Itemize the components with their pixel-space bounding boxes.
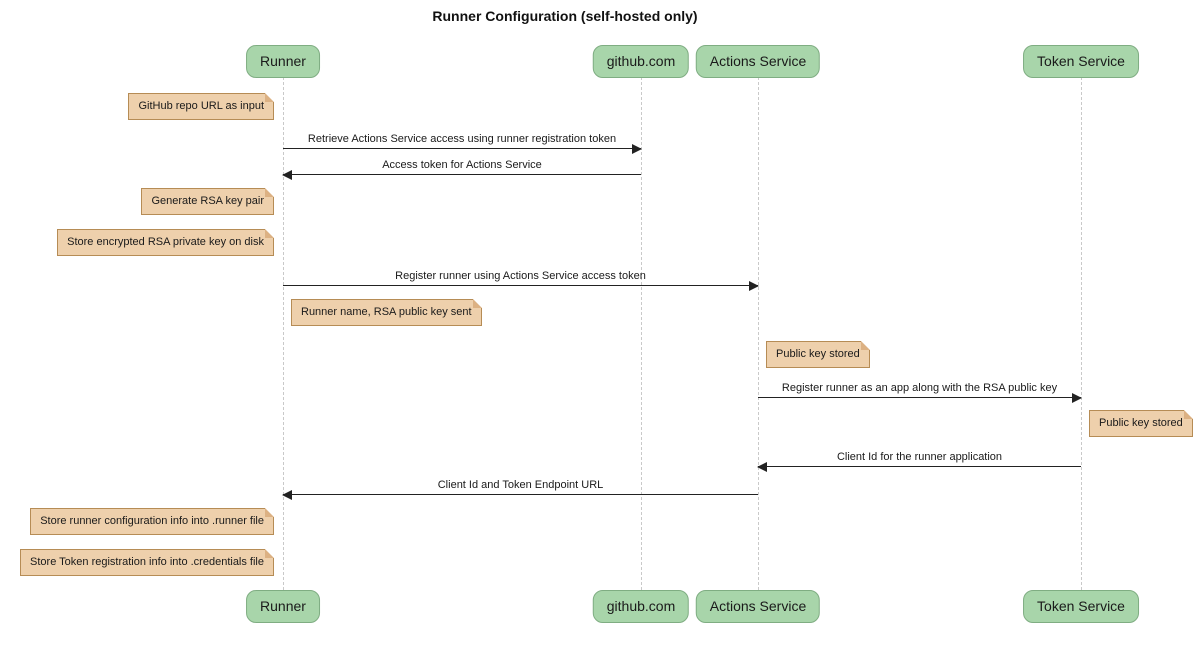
message-label: Retrieve Actions Service access using ru… — [307, 133, 617, 145]
arrowhead-right-icon — [1072, 392, 1082, 403]
message-label: Access token for Actions Service — [382, 159, 542, 171]
note-fold-corner — [265, 93, 274, 102]
participant-token-service-top: Token Service — [1023, 45, 1139, 78]
note-store-private-key: Store encrypted RSA private key on disk — [57, 229, 274, 256]
participant-runner-bottom: Runner — [246, 590, 320, 623]
note-label: Store encrypted RSA private key on disk — [67, 236, 264, 248]
message-line — [282, 169, 641, 180]
note-fold-corner — [265, 549, 274, 558]
note-fold-corner — [472, 299, 482, 308]
note-label: GitHub repo URL as input — [138, 100, 264, 112]
message-line — [757, 461, 1081, 472]
note-store-credentials-file: Store Token registration info into .cred… — [20, 549, 274, 576]
message-line — [282, 489, 758, 500]
participant-runner-top: Runner — [246, 45, 320, 78]
note-label: Public key stored — [776, 348, 860, 360]
arrowhead-right-icon — [632, 143, 642, 154]
participant-token-service-bottom: Token Service — [1023, 590, 1139, 623]
note-repo-url: GitHub repo URL as input — [128, 93, 274, 120]
note-generate-rsa: Generate RSA key pair — [141, 188, 274, 215]
arrowhead-left-icon — [757, 461, 767, 472]
diagram-title: Runner Configuration (self-hosted only) — [432, 8, 698, 24]
message-line — [283, 280, 759, 291]
participant-actions-service-top: Actions Service — [695, 45, 821, 78]
note-runner-name-sent: Runner name, RSA public key sent — [291, 299, 482, 326]
message-label: Client Id for the runner application — [836, 451, 1003, 463]
note-fold-corner — [1183, 410, 1193, 419]
note-public-key-stored-actions: Public key stored — [766, 341, 870, 368]
note-fold-corner — [265, 508, 274, 517]
message-line — [758, 392, 1082, 403]
message-label: Register runner using Actions Service ac… — [395, 270, 646, 282]
note-store-runner-file: Store runner configuration info into .ru… — [30, 508, 274, 535]
note-label: Generate RSA key pair — [151, 195, 264, 207]
participant-github-bottom: github.com — [592, 590, 690, 623]
participant-actions-service-bottom: Actions Service — [695, 590, 821, 623]
note-label: Runner name, RSA public key sent — [301, 306, 472, 318]
lifeline-runner — [283, 77, 284, 590]
message-label: Register runner as an app along with the… — [781, 382, 1058, 394]
lifeline-github — [641, 77, 642, 590]
note-label: Store runner configuration info into .ru… — [40, 515, 264, 527]
note-fold-corner — [265, 229, 274, 238]
lifeline-token-service — [1081, 77, 1082, 590]
note-fold-corner — [860, 341, 870, 350]
message-label: Client Id and Token Endpoint URL — [437, 479, 604, 491]
note-label: Store Token registration info into .cred… — [30, 556, 264, 568]
lifeline-actions-service — [758, 77, 759, 590]
arrowhead-left-icon — [282, 169, 292, 180]
note-public-key-stored-token: Public key stored — [1089, 410, 1193, 437]
arrowhead-right-icon — [749, 280, 759, 291]
participant-github-top: github.com — [592, 45, 690, 78]
note-fold-corner — [265, 188, 274, 197]
arrowhead-left-icon — [282, 489, 292, 500]
message-line — [283, 143, 642, 154]
note-label: Public key stored — [1099, 417, 1183, 429]
